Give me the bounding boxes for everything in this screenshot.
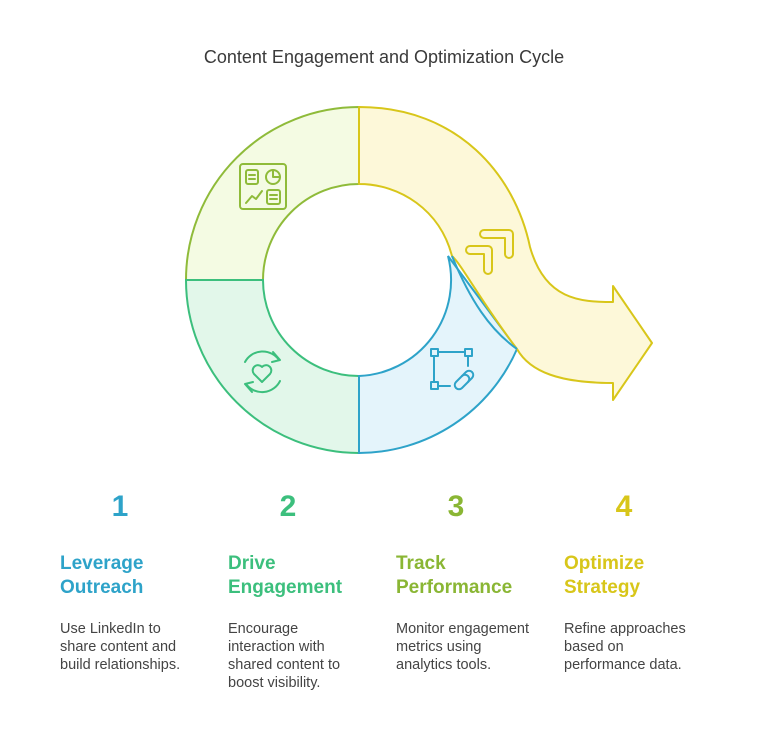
- step-number: 3: [447, 490, 465, 523]
- dashboard-icon: [239, 163, 287, 210]
- step-heading: Drive Engagement: [228, 553, 343, 598]
- step-description: Encourage interaction with shared conten…: [228, 621, 341, 691]
- step-description: Refine approaches based on performance d…: [564, 621, 686, 673]
- diagram-title: Content Engagement and Optimization Cycl…: [203, 47, 565, 67]
- stairs-arrow-icon: [465, 229, 514, 275]
- step-leverage-outreach: 1 Leverage Outreach Use LinkedIn to shar…: [60, 490, 220, 674]
- step-track-performance: 3 Track Performance Monitor engagement m…: [396, 490, 556, 674]
- step-number: 2: [279, 490, 297, 523]
- heart-refresh-icon: [244, 350, 281, 394]
- step-heading: Leverage Outreach: [60, 553, 144, 598]
- step-heading: Optimize Strategy: [564, 553, 645, 598]
- connected-nodes-icon: [430, 348, 475, 391]
- step-heading: Track Performance: [396, 553, 513, 598]
- step-number: 1: [111, 490, 129, 523]
- step-number: 4: [615, 490, 633, 523]
- step-drive-engagement: 2 Drive Engagement Encourage interaction…: [228, 490, 388, 692]
- step-description: Use LinkedIn to share content and build …: [60, 621, 181, 673]
- step-description: Monitor engagement metrics using analyti…: [396, 621, 529, 673]
- segment-bottom-left: [184, 279, 360, 455]
- cycle-diagram: [184, 105, 653, 455]
- step-optimize-strategy: 4 Optimize Strategy Refine approaches ba…: [564, 490, 724, 674]
- segment-top-left: [184, 105, 360, 281]
